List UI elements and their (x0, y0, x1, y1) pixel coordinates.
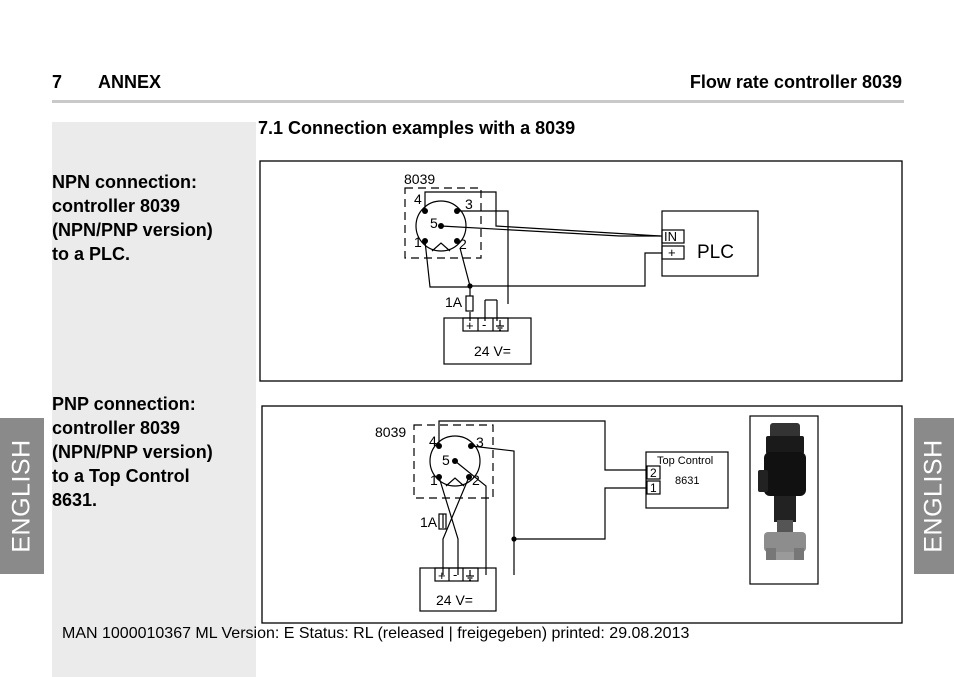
pnp-supply-voltage: 24 V= (436, 592, 473, 608)
npn-desc-line: (NPN/PNP version) (52, 220, 213, 240)
npn-term-minus: - (482, 317, 486, 332)
pnp-pin-4: 4 (429, 433, 437, 449)
npn-description: NPN connection: controller 8039 (NPN/PNP… (52, 170, 252, 266)
pnp-term-minus: - (453, 567, 457, 582)
npn-fuse-icon (465, 295, 474, 312)
npn-dots (422, 208, 473, 289)
npn-connector-icon (415, 200, 467, 252)
pnp-frame (261, 405, 903, 624)
pnp-supply-terminals (434, 567, 479, 582)
footer-status-line: MAN 1000010367 ML Version: E Status: RL … (62, 625, 690, 642)
npn-labels: 8039 4 3 5 1 2 1A + - 24 V= IN + PLC (404, 171, 734, 359)
npn-frame (259, 160, 903, 382)
npn-supply-terminals (462, 317, 509, 332)
pnp-fuse-icon (438, 513, 447, 530)
language-tab-left: ENGLISH (0, 418, 44, 574)
pnp-device-box (413, 424, 494, 499)
npn-diagram (259, 160, 903, 382)
npn-plc-plus: + (668, 245, 676, 260)
pnp-desc-line: (NPN/PNP version) (52, 442, 213, 462)
header-rule (52, 100, 904, 103)
npn-plc-in: IN (664, 229, 677, 244)
npn-pin-2: 2 (459, 236, 467, 252)
npn-pin-4: 4 (414, 191, 422, 207)
pnp-topcontrol-term-1: 1 (650, 481, 657, 495)
language-tab-right: ENGLISH (914, 418, 954, 574)
npn-desc-line: controller 8039 (52, 196, 181, 216)
npn-desc-line: NPN connection: (52, 172, 198, 192)
pnp-topcontrol-title: Top Control (657, 455, 713, 467)
section-title: 7.1 Connection examples with a 8039 (258, 118, 576, 138)
pnp-dots (436, 443, 517, 542)
npn-plc-label: PLC (697, 242, 734, 263)
pnp-desc-line: to a Top Control (52, 466, 190, 486)
valve-photo (753, 419, 815, 581)
pnp-diagram (261, 405, 903, 624)
pnp-desc-line: 8631. (52, 490, 98, 510)
chapter-number: 7 (52, 72, 63, 92)
pnp-description: PNP connection: controller 8039 (NPN/PNP… (52, 392, 252, 512)
pnp-fuse-label: 1A (420, 514, 438, 530)
pnp-pin-2: 2 (472, 472, 480, 488)
npn-pin-3: 3 (465, 196, 473, 212)
npn-desc-line: to a PLC. (52, 244, 131, 264)
pnp-labels: 8039 4 3 5 1 2 1A + - 24 V= Top Control … (375, 424, 713, 608)
chapter-title: ANNEX (98, 72, 162, 92)
pnp-pin-3: 3 (476, 434, 484, 450)
pnp-term-plus: + (438, 568, 446, 583)
pnp-connector-icon (429, 435, 481, 487)
pnp-pin-1: 1 (430, 472, 438, 488)
valve-photo-frame (749, 415, 819, 585)
pnp-desc-line: controller 8039 (52, 418, 181, 438)
pnp-device-label: 8039 (375, 424, 406, 440)
npn-connector-key (431, 242, 451, 252)
npn-pin-5: 5 (430, 215, 438, 231)
pnp-pin-5: 5 (442, 452, 450, 468)
npn-device-label: 8039 (404, 171, 435, 187)
pnp-desc-line: PNP connection: (52, 394, 196, 414)
pnp-topcontrol-model: 8631 (675, 475, 699, 487)
npn-fuse-label: 1A (445, 294, 463, 310)
pnp-topcontrol-term-2: 2 (650, 466, 657, 480)
npn-device-box (404, 187, 482, 259)
pnp-connector-key (445, 477, 465, 487)
npn-term-plus: + (466, 318, 474, 333)
npn-ground-icon (495, 319, 505, 331)
margin-column (52, 122, 256, 677)
pnp-topcontrol-box (645, 451, 729, 509)
npn-supply-voltage: 24 V= (474, 343, 511, 359)
pnp-ground-icon (465, 569, 475, 581)
document-title: Flow rate controller 8039 (689, 72, 902, 92)
npn-pin-1: 1 (414, 234, 422, 250)
